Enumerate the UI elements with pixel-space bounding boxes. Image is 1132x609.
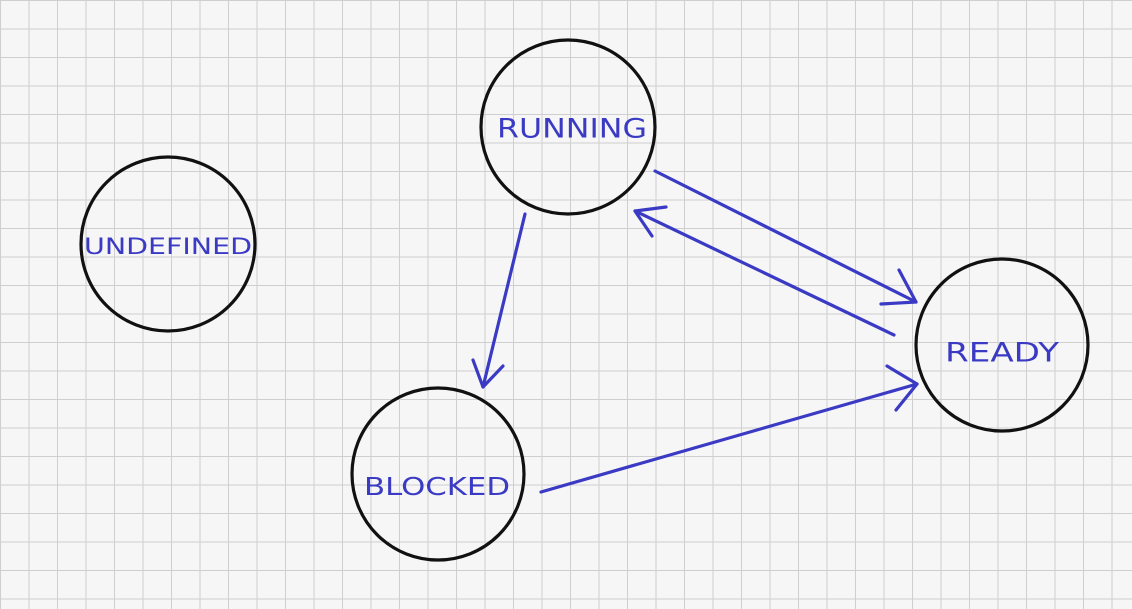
edge-running-to-blocked-line (481, 212, 527, 389)
node-ready-label: READY (945, 338, 1060, 369)
node-blocked-label: BLOCKED (364, 472, 510, 501)
node-running: RUNNING (479, 38, 657, 216)
edge-ready-to-running (633, 205, 896, 337)
arrowhead-icon (633, 205, 668, 238)
arrowhead-icon (471, 358, 505, 389)
edge-blocked-to-ready (539, 364, 919, 494)
node-blocked: BLOCKED (350, 386, 526, 562)
node-blocked-circle (350, 386, 526, 562)
edge-running-to-ready (653, 169, 918, 306)
node-undefined-label: UNDEFINED (84, 235, 252, 260)
node-undefined-circle (79, 155, 257, 333)
node-running-label: RUNNING (497, 114, 647, 145)
edge-blocked-to-ready-line (539, 382, 919, 494)
node-undefined: UNDEFINED (79, 155, 257, 333)
node-ready-circle (914, 257, 1090, 433)
node-ready: READY (914, 257, 1090, 433)
node-running-circle (479, 38, 657, 216)
arrowhead-icon (879, 268, 918, 306)
edge-ready-to-running-line (633, 209, 896, 337)
arrowhead-icon (885, 364, 919, 412)
edge-running-to-ready-line (653, 169, 918, 304)
edge-running-to-blocked (471, 212, 527, 389)
